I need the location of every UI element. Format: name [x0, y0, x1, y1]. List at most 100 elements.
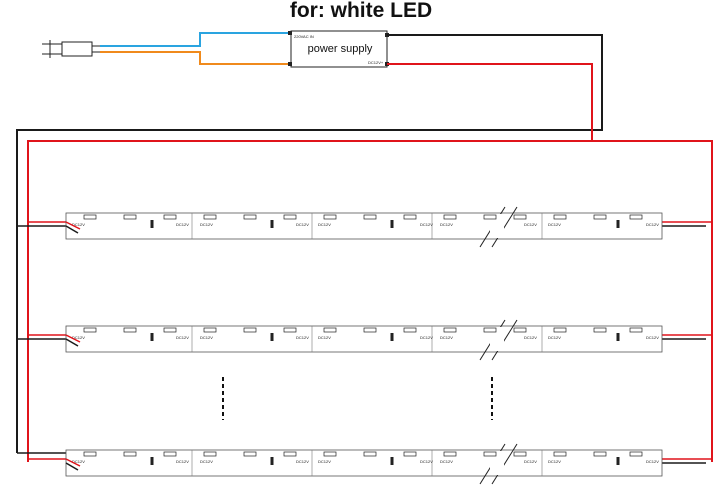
led-chip-icon: [283, 451, 297, 457]
led-chip-icon: [323, 327, 337, 333]
led-strip-2: DC12V DC12V DC12V DC12V DC12V DC12V DC12V DC12V…: [65, 319, 663, 361]
resistor-icon: [390, 457, 394, 465]
led-chip-icon: [203, 214, 217, 220]
segment-label: DC12V: [524, 222, 537, 227]
segment-label: DC12V: [176, 335, 189, 340]
led-chip-icon: [323, 214, 337, 220]
segment-label: DC12V: [318, 335, 331, 340]
led-chip-icon: [629, 214, 643, 220]
led-chip-icon: [593, 451, 607, 457]
resistor-icon: [616, 333, 620, 341]
psu-output-rating: DC12V+: [368, 60, 384, 65]
segment-label: DC12V: [72, 335, 85, 340]
led-chip-icon: [123, 451, 137, 457]
led-chip-icon: [363, 327, 377, 333]
psu-input-rating: 220VAC IN: [294, 34, 314, 39]
led-chip-icon: [483, 214, 497, 220]
led-chip-icon: [163, 327, 177, 333]
diagram-title: for: white LED: [289, 0, 433, 22]
led-chip-icon: [403, 451, 417, 457]
segment-label: DC12V: [200, 222, 213, 227]
led-chip-icon: [83, 214, 97, 220]
led-strip-1: DC12V DC12V DC12V DC12V DC12V DC12V DC12V DC12V…: [65, 206, 663, 248]
resistor-icon: [270, 333, 274, 341]
led-strip-group: DC12V DC12V DC12V DC12V DC12V DC12V DC12V DC12V…: [65, 206, 663, 485]
resistor-icon: [390, 220, 394, 228]
resistor-icon: [390, 333, 394, 341]
led-chip-icon: [83, 327, 97, 333]
power-plug-icon: [42, 40, 102, 58]
led-chip-icon: [403, 214, 417, 220]
led-chip-icon: [163, 451, 177, 457]
dc-wire-black: [16, 34, 603, 453]
led-chip-icon: [403, 327, 417, 333]
segment-label: DC12V: [176, 459, 189, 464]
resistor-icon: [616, 457, 620, 465]
segment-label: DC12V: [440, 335, 453, 340]
led-chip-icon: [553, 451, 567, 457]
resistor-icon: [270, 220, 274, 228]
resistor-icon: [616, 220, 620, 228]
led-chip-icon: [243, 214, 257, 220]
led-chip-icon: [123, 214, 137, 220]
led-chip-icon: [163, 214, 177, 220]
segment-label: DC12V: [200, 459, 213, 464]
led-chip-icon: [483, 451, 497, 457]
led-chip-icon: [483, 327, 497, 333]
psu-label: power supply: [308, 43, 373, 55]
segment-label: DC12V: [524, 335, 537, 340]
segment-label: DC12V: [548, 222, 561, 227]
segment-label: DC12V: [420, 459, 433, 464]
segment-label: DC12V: [296, 222, 309, 227]
segment-label: DC12V: [440, 459, 453, 464]
ac-wire-blue: [100, 32, 292, 47]
segment-label: DC12V: [200, 335, 213, 340]
led-chip-icon: [443, 327, 457, 333]
segment-label: DC12V: [646, 222, 659, 227]
resistor-icon: [270, 457, 274, 465]
segment-label: DC12V: [646, 335, 659, 340]
led-chip-icon: [513, 327, 527, 333]
segment-label: DC12V: [296, 335, 309, 340]
segment-label: DC12V: [318, 459, 331, 464]
led-chip-icon: [363, 451, 377, 457]
led-chip-icon: [323, 451, 337, 457]
led-chip-icon: [203, 451, 217, 457]
segment-label: DC12V: [420, 335, 433, 340]
resistor-icon: [150, 220, 154, 228]
led-chip-icon: [593, 327, 607, 333]
led-chip-icon: [553, 327, 567, 333]
led-strip-3: DC12V DC12V DC12V DC12V DC12V DC12V DC12V DC12V…: [65, 443, 663, 485]
led-chip-icon: [629, 451, 643, 457]
led-chip-icon: [443, 214, 457, 220]
led-chip-icon: [553, 214, 567, 220]
segment-label: DC12V: [318, 222, 331, 227]
segment-label: DC12V: [72, 459, 85, 464]
segment-label: DC12V: [296, 459, 309, 464]
power-supply-box: 220VAC IN power supply DC12V+: [288, 30, 389, 68]
dc-wire-red: [387, 63, 713, 462]
segment-label: DC12V: [440, 222, 453, 227]
led-chip-icon: [513, 214, 527, 220]
led-chip-icon: [243, 327, 257, 333]
segment-label: DC12V: [420, 222, 433, 227]
led-chip-icon: [283, 214, 297, 220]
segment-label: DC12V: [548, 335, 561, 340]
led-chip-icon: [593, 214, 607, 220]
led-chip-icon: [203, 327, 217, 333]
segment-label: DC12V: [72, 222, 85, 227]
led-chip-icon: [243, 451, 257, 457]
resistor-icon: [150, 457, 154, 465]
segment-label: DC12V: [646, 459, 659, 464]
ac-wire-orange: [100, 51, 292, 65]
led-chip-icon: [83, 451, 97, 457]
segment-label: DC12V: [524, 459, 537, 464]
led-chip-icon: [513, 451, 527, 457]
led-chip-icon: [283, 327, 297, 333]
led-chip-icon: [123, 327, 137, 333]
red-left-bus: [27, 140, 592, 462]
led-chip-icon: [443, 451, 457, 457]
segment-label: DC12V: [176, 222, 189, 227]
led-chip-icon: [629, 327, 643, 333]
